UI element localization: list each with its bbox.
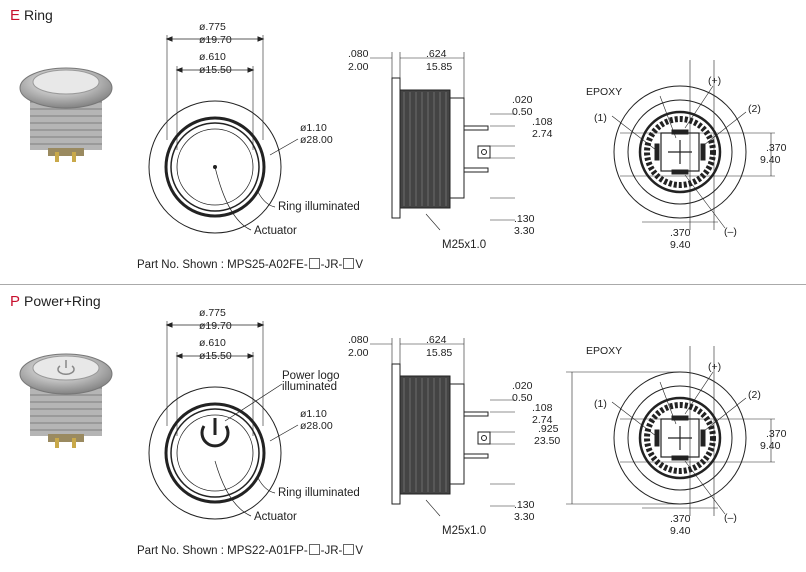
part-number-prefix: Part No. Shown : MPS22-A01FP- bbox=[137, 545, 308, 557]
side-term3-inch: .130 bbox=[514, 213, 535, 225]
part-number: Part No. Shown : MPS25-A02FE- -JR- V bbox=[137, 258, 363, 271]
rear-minus-label: (–) bbox=[724, 226, 737, 238]
rear-horiz-mm: 9.40 bbox=[670, 525, 691, 537]
rear-horiz-mm: 9.40 bbox=[670, 239, 691, 251]
rear-1-label: (1) bbox=[594, 398, 607, 410]
side-view bbox=[370, 52, 515, 231]
dim-inner-inch: ø.610 bbox=[199, 51, 226, 63]
rear-vert-mm: 9.40 bbox=[760, 154, 781, 166]
side-term1-mm: 0.50 bbox=[512, 392, 533, 404]
dim-outer-inch: ø.775 bbox=[199, 21, 226, 33]
drawing-ring: ø.775 ø19.70 ø.610 ø15.50 ø1.10 ø28.00 R… bbox=[19, 21, 787, 251]
side-length-mm: 15.85 bbox=[426, 61, 452, 73]
dim-outer-mm: ø19.70 bbox=[199, 320, 232, 332]
side-term1-mm: 0.50 bbox=[512, 106, 533, 118]
side-term3-mm: 3.30 bbox=[514, 511, 535, 523]
side-bezel-mm: 2.00 bbox=[348, 61, 369, 73]
section-title: Ring bbox=[24, 7, 53, 23]
side-length-mm: 15.85 bbox=[426, 347, 452, 359]
front-view bbox=[148, 321, 299, 520]
rear-vert-mm: 9.40 bbox=[760, 440, 781, 452]
dim-body-inch: ø1.10 bbox=[300, 408, 327, 420]
dim-inner-mm: ø15.50 bbox=[199, 64, 232, 76]
rear-plus-label: (+) bbox=[708, 75, 721, 87]
rear-epoxy-label: EPOXY bbox=[586, 86, 622, 98]
side-term2-inch: .108 bbox=[532, 116, 553, 128]
label-ring-illuminated: Ring illuminated bbox=[278, 487, 360, 499]
part-number-prefix: Part No. Shown : MPS25-A02FE- bbox=[137, 259, 308, 271]
side-bezel-inch: .080 bbox=[348, 334, 369, 346]
label-ring-illuminated: Ring illuminated bbox=[278, 201, 360, 213]
dim-body-inch: ø1.10 bbox=[300, 122, 327, 134]
part-number: Part No. Shown : MPS22-A01FP- -JR- V bbox=[137, 544, 363, 557]
rear-vert-inch: .370 bbox=[766, 428, 787, 440]
part-number-mid: -JR- bbox=[320, 259, 343, 271]
rear-minus-label: (–) bbox=[724, 512, 737, 524]
side-bezel-inch: .080 bbox=[348, 48, 369, 60]
side-term2-inch: .108 bbox=[532, 402, 553, 414]
side-term3-mm: 3.30 bbox=[514, 225, 535, 237]
label-actuator: Actuator bbox=[254, 225, 297, 237]
dim-body-mm: ø28.00 bbox=[300, 420, 333, 432]
thread-label: M25x1.0 bbox=[442, 525, 486, 537]
label-power-logo-line1: Power logo bbox=[282, 370, 340, 382]
part-number-suffix: V bbox=[355, 545, 364, 557]
product-photo bbox=[19, 353, 113, 448]
option-box-1 bbox=[308, 258, 320, 269]
side-view bbox=[370, 338, 515, 517]
side-term2-mm: 2.74 bbox=[532, 128, 553, 140]
rear-view bbox=[611, 60, 775, 230]
label-power-logo-line2: illuminated bbox=[282, 381, 337, 393]
part-number-mid: -JR- bbox=[320, 545, 343, 557]
section-letter: P bbox=[10, 293, 21, 310]
rear-view bbox=[566, 346, 775, 516]
rear-1-label: (1) bbox=[594, 112, 607, 124]
rear-dia-inch: .925 bbox=[538, 423, 559, 435]
part-number-suffix: V bbox=[355, 259, 364, 271]
side-term3-inch: .130 bbox=[514, 499, 535, 511]
side-term2-mm: 2.74 bbox=[532, 414, 553, 426]
rear-epoxy-label: EPOXY bbox=[586, 345, 622, 357]
dim-outer-inch: ø.775 bbox=[199, 307, 226, 319]
side-term1-inch: .020 bbox=[512, 94, 533, 106]
rear-2-label: (2) bbox=[748, 103, 761, 115]
front-view bbox=[148, 35, 299, 234]
section-letter: E bbox=[10, 7, 21, 24]
option-box-1 bbox=[308, 544, 320, 555]
rear-horiz-inch: .370 bbox=[670, 227, 691, 239]
dim-inner-inch: ø.610 bbox=[199, 337, 226, 349]
side-bezel-mm: 2.00 bbox=[348, 347, 369, 359]
thread-label: M25x1.0 bbox=[442, 239, 486, 251]
side-length-inch: .624 bbox=[426, 48, 447, 60]
option-box-2 bbox=[343, 544, 355, 555]
dim-inner-mm: ø15.50 bbox=[199, 350, 232, 362]
side-term1-inch: .020 bbox=[512, 380, 533, 392]
dim-body-mm: ø28.00 bbox=[300, 134, 333, 146]
rear-horiz-inch: .370 bbox=[670, 513, 691, 525]
option-box-2 bbox=[343, 258, 355, 269]
section-divider bbox=[0, 284, 806, 285]
product-photo bbox=[19, 67, 113, 162]
rear-vert-inch: .370 bbox=[766, 142, 787, 154]
dim-outer-mm: ø19.70 bbox=[199, 34, 232, 46]
rear-2-label: (2) bbox=[748, 389, 761, 401]
rear-dia-mm: 23.50 bbox=[534, 435, 560, 447]
side-length-inch: .624 bbox=[426, 334, 447, 346]
label-actuator: Actuator bbox=[254, 511, 297, 523]
section-title: Power+Ring bbox=[24, 293, 101, 309]
rear-plus-label: (+) bbox=[708, 361, 721, 373]
